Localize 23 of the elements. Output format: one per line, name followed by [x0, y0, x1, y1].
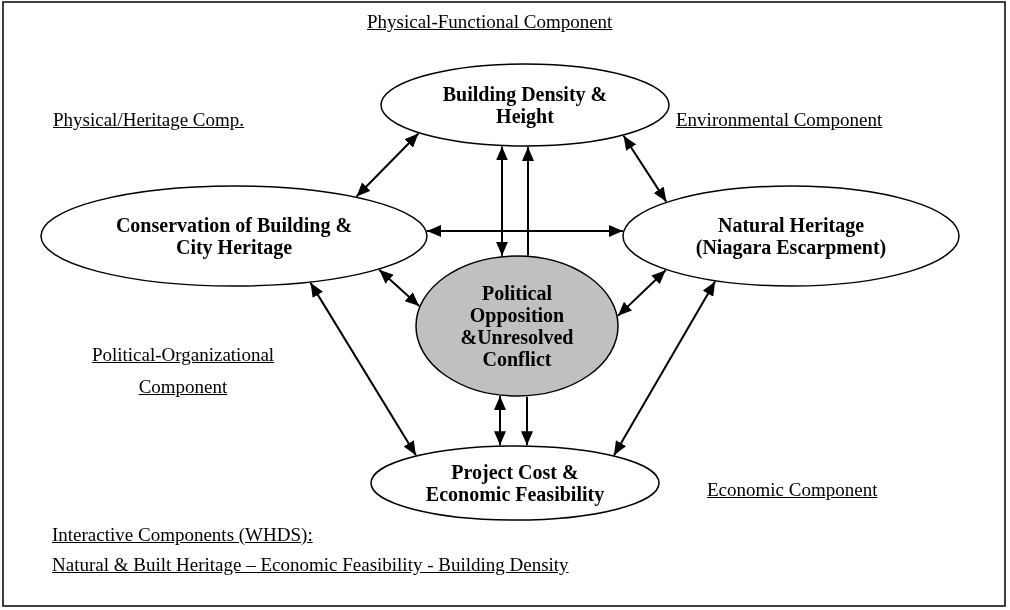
node-label: Conservation of Building & City Heritage [114, 214, 354, 258]
node-label: Building Density & Height [441, 83, 609, 127]
component-label: Political-Organizational Component [90, 343, 276, 399]
arrow [622, 134, 668, 203]
node-label: Project Cost & Economic Feasibility [424, 461, 606, 505]
arrow [616, 269, 667, 317]
arrow [378, 268, 421, 307]
component-label: Physical-Functional Component [367, 10, 613, 34]
arrow [613, 280, 717, 457]
arrow [522, 146, 534, 257]
arrow [521, 395, 533, 447]
component-label: Economic Component [707, 478, 878, 502]
component-label: Interactive Components (WHDS): [52, 523, 313, 547]
component-label: Natural & Built Heritage – Economic Feasibility - Building Density [52, 553, 569, 577]
arrow [496, 145, 508, 257]
node-label: Political Opposition &Unresolved Conflict [459, 282, 575, 370]
arrow [355, 132, 420, 198]
arrow [426, 225, 624, 237]
component-label: Environmental Component [676, 108, 883, 132]
arrow [494, 395, 506, 447]
component-label: Physical/Heritage Comp. [53, 108, 245, 132]
arrow [309, 281, 417, 457]
node-label: Natural Heritage (Niagara Escarpment) [694, 214, 888, 258]
